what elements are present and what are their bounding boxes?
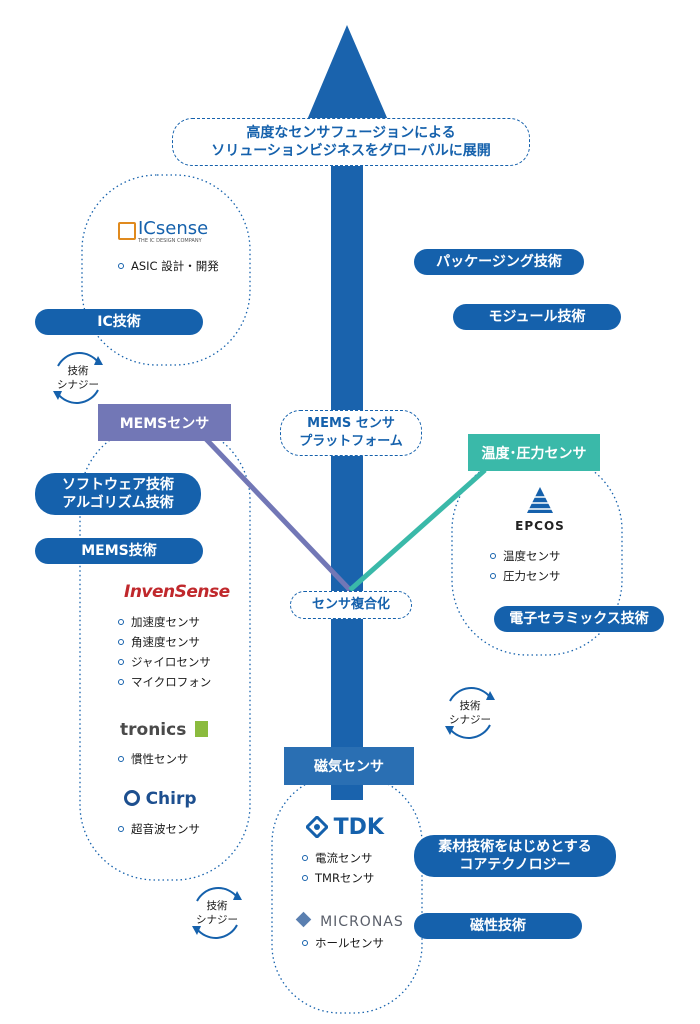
magnetic-tech-label: 磁性技術 [414, 913, 582, 939]
software-tech-label: ソフトウェア技術 アルゴリズム技術 [35, 473, 201, 515]
list-item: 電流センサ [302, 848, 374, 868]
micronas-logo-name: MICRONAS [320, 914, 404, 930]
mems-platform-label: MEMS センサ プラットフォーム [280, 410, 422, 456]
temp-connector-line [348, 468, 487, 592]
tronics-logo-name: tronics [120, 720, 187, 740]
tdk-logo: TDK [304, 814, 384, 840]
mems-connector-line [203, 436, 352, 592]
micronas-logo: MICRONAS [295, 911, 404, 930]
icsense-item-list: ASIC 設計・開発 [118, 256, 219, 276]
temp-pressure-category: 温度･圧力センサ [468, 434, 600, 471]
epcos-logo-name: EPCOS [515, 519, 565, 533]
list-item: 角速度センサ [118, 632, 211, 652]
icsense-logo-tagline: THE IC DESIGN COMPANY [138, 238, 202, 244]
platform-line-2: プラットフォーム [299, 434, 403, 449]
tronics-logo-mark [194, 721, 208, 737]
synergy-label-3a: 技術 [206, 900, 228, 912]
materials-line-2: コアテクノロジー [459, 857, 571, 873]
list-item: ジャイロセンサ [118, 652, 211, 672]
epcos-logo: EPCOS [510, 485, 570, 533]
ic-tech-label: IC技術 [35, 309, 203, 335]
synergy-cycle-1: 技術シナジー [48, 348, 108, 408]
chirp-logo-name: Chirp [145, 789, 197, 809]
packaging-tech-label: パッケージング技術 [414, 249, 584, 275]
epcos-pyramid-icon [527, 487, 553, 513]
tronics-item-list: 慣性センサ [118, 749, 189, 769]
cycle-arrows-icon [192, 887, 242, 939]
epcos-item-list: 温度センサ 圧力センサ [490, 546, 561, 586]
module-tech-label: モジュール技術 [453, 304, 621, 330]
list-item: 加速度センサ [118, 612, 211, 632]
list-item: 温度センサ [490, 546, 561, 566]
tdk-mark-icon [304, 814, 330, 840]
synergy-cycle-3: 技術シナジー [187, 883, 247, 943]
tdk-item-list: 電流センサ TMRセンサ [302, 848, 374, 888]
materials-tech-label: 素材技術をはじめとする コアテクノロジー [414, 835, 616, 877]
list-item: TMRセンサ [302, 868, 374, 888]
list-item: 圧力センサ [490, 566, 561, 586]
chirp-item-list: 超音波センサ [118, 819, 200, 839]
cycle-arrows-icon [445, 687, 495, 739]
chirp-wave-icon [124, 790, 140, 806]
synergy-label-2b: シナジー [449, 714, 491, 726]
mems-tech-label: MEMS技術 [35, 538, 203, 564]
mems-sensor-category: MEMSセンサ [98, 404, 231, 441]
list-item: 慣性センサ [118, 749, 189, 769]
icsense-logo-mark [118, 222, 136, 240]
invensense-logo: InvenSense [124, 582, 230, 602]
ceramics-tech-label: 電子セラミックス技術 [494, 606, 664, 632]
header-line-2: ソリューションビジネスをグローバルに展開 [211, 143, 491, 159]
list-item: 超音波センサ [118, 819, 200, 839]
list-item: マイクロフォン [118, 672, 211, 692]
icsense-group-outline [81, 174, 251, 366]
header-banner: 高度なセンサフュージョンによる ソリューションビジネスをグローバルに展開 [172, 118, 530, 166]
tronics-logo: tronics [120, 720, 208, 740]
icsense-logo: ICsense THE IC DESIGN COMPANY [118, 218, 228, 246]
magnetic-sensor-category: 磁気センサ [284, 747, 414, 785]
chirp-logo: Chirp [124, 789, 197, 809]
software-tech-line-1: ソフトウェア技術 [62, 477, 174, 493]
invensense-item-list: 加速度センサ 角速度センサ ジャイロセンサ マイクロフォン [118, 612, 211, 692]
tdk-logo-name: TDK [333, 815, 384, 840]
micronas-item-list: ホールセンサ [302, 933, 384, 953]
sensor-fusion-label: センサ複合化 [290, 591, 412, 619]
synergy-cycle-2: 技術シナジー [440, 683, 500, 743]
synergy-label-1a: 技術 [67, 365, 89, 377]
platform-line-1: MEMS センサ [307, 416, 395, 431]
icsense-logo-name: ICsense [138, 218, 209, 239]
list-item: ASIC 設計・開発 [118, 256, 219, 276]
micronas-diamond-icon [295, 911, 312, 928]
cycle-arrows-icon [53, 352, 103, 404]
magnetic-group-outline [271, 774, 423, 1014]
synergy-label-1b: シナジー [57, 379, 99, 391]
materials-line-1: 素材技術をはじめとする [438, 839, 592, 855]
synergy-label-2a: 技術 [459, 700, 481, 712]
header-line-1: 高度なセンサフュージョンによる [246, 125, 456, 141]
synergy-label-3b: シナジー [196, 914, 238, 926]
list-item: ホールセンサ [302, 933, 384, 953]
software-tech-line-2: アルゴリズム技術 [62, 495, 174, 511]
